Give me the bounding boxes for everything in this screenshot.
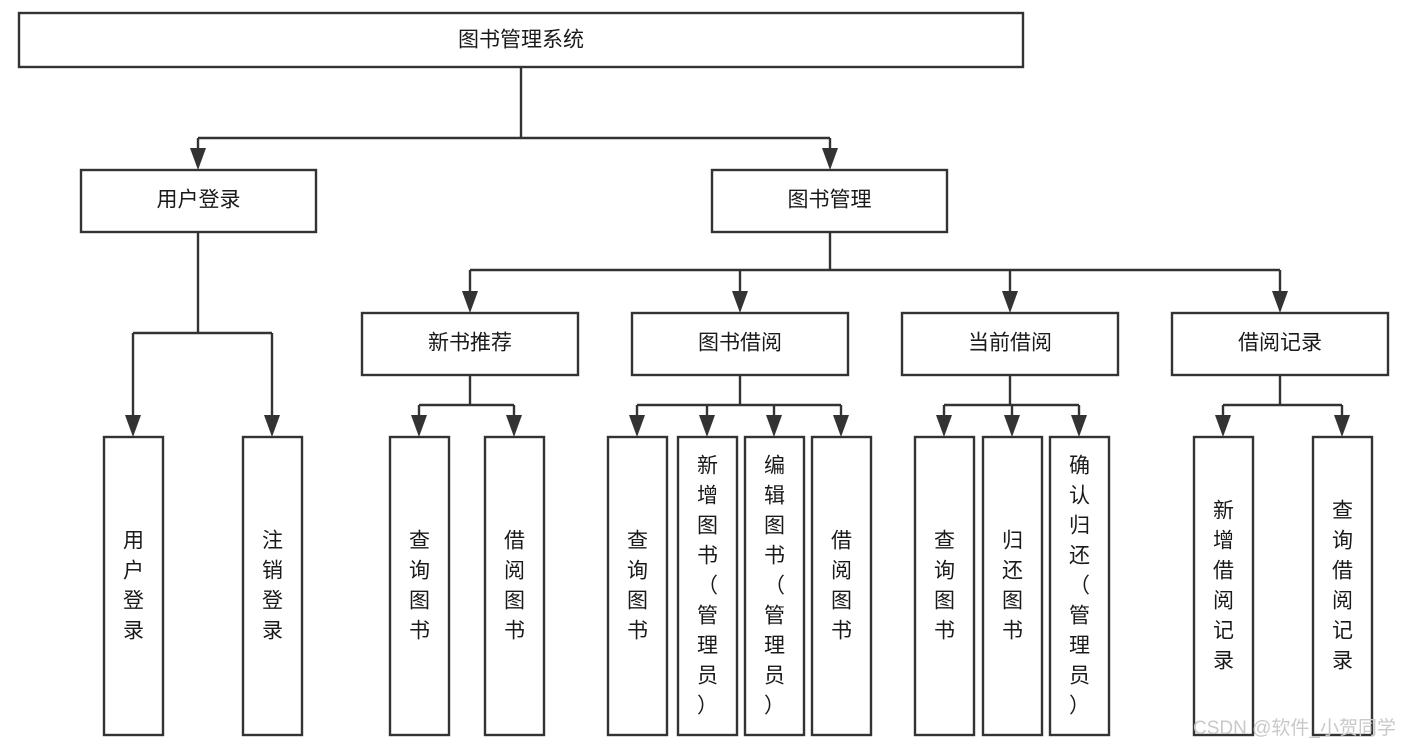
node-leaf-query-book-3[interactable]: 查询图书 — [913, 435, 976, 737]
node-borrow-record-label: 借阅记录 — [1238, 332, 1322, 355]
node-leaf-return-book-box[interactable] — [981, 435, 1044, 737]
node-leaf-query-record[interactable]: 查询借阅记录 — [1311, 435, 1374, 737]
arrow-head-current-borrow — [1002, 291, 1018, 313]
node-borrow-record[interactable]: 借阅记录 — [1170, 311, 1390, 377]
node-book-borrow[interactable]: 图书借阅 — [630, 311, 850, 377]
arrow-head-leaf-borrow-book-1 — [506, 415, 522, 437]
node-leaf-add-book-label: 新增图书（管理员） — [697, 455, 718, 718]
node-book-management-label: 图书管理 — [788, 189, 872, 212]
node-leaf-add-record-label: 新增借阅记录 — [1213, 500, 1234, 673]
arrow-head-leaf-query-book-3 — [936, 415, 952, 437]
node-leaf-query-book-2[interactable]: 查询图书 — [606, 435, 669, 737]
arrow-head-leaf-query-record — [1334, 415, 1350, 437]
edges-root-to-level2 — [190, 67, 838, 170]
node-leaf-borrow-book-1-label: 借阅图书 — [504, 530, 525, 643]
node-leaf-borrow-book-1[interactable]: 借阅图书 — [483, 435, 546, 737]
arrow-head-leaf-confirm-return — [1071, 415, 1087, 437]
node-leaf-add-record-box[interactable] — [1192, 435, 1255, 737]
node-user-login-box[interactable] — [79, 168, 318, 234]
edges-book-borrow-to-leaves — [629, 375, 849, 437]
arrow-head-leaf-return-book — [1004, 415, 1020, 437]
arrow-head-book-borrow — [732, 291, 748, 313]
node-leaf-edit-book-box[interactable] — [743, 435, 806, 737]
node-new-book-recommend-box[interactable] — [360, 311, 580, 377]
arrow-head-leaf-user-login — [125, 415, 141, 437]
node-leaf-return-book-label: 归还图书 — [1002, 530, 1023, 643]
arrow-head-book-management — [822, 148, 838, 170]
node-leaf-borrow-book-2-label: 借阅图书 — [831, 530, 852, 643]
node-leaf-query-book-2-box[interactable] — [606, 435, 669, 737]
arrow-head-leaf-add-book — [699, 415, 715, 437]
node-book-borrow-box[interactable] — [630, 311, 850, 377]
node-root-label: 图书管理系统 — [458, 29, 584, 52]
node-leaf-edit-book[interactable]: 编辑图书（管理员） — [743, 435, 806, 737]
node-leaf-query-book-1-label: 查询图书 — [409, 530, 430, 643]
node-book-management-box[interactable] — [710, 168, 949, 234]
node-borrow-record-box[interactable] — [1170, 311, 1390, 377]
edges-book-management-to-level3 — [462, 232, 1288, 313]
arrow-head-leaf-query-book-2 — [629, 415, 645, 437]
edges-new-book-recommend-to-leaves — [411, 375, 522, 437]
arrow-head-leaf-add-record — [1215, 415, 1231, 437]
node-leaf-confirm-return-label: 确认归还（管理员） — [1069, 455, 1090, 718]
node-current-borrow[interactable]: 当前借阅 — [900, 311, 1120, 377]
node-leaf-query-book-3-box[interactable] — [913, 435, 976, 737]
edges-current-borrow-to-leaves — [936, 375, 1087, 437]
node-user-login[interactable]: 用户登录 — [79, 168, 318, 234]
node-leaf-user-login-box[interactable] — [102, 435, 165, 737]
node-current-borrow-box[interactable] — [900, 311, 1120, 377]
node-leaf-query-record-box[interactable] — [1311, 435, 1374, 737]
node-leaf-add-record[interactable]: 新增借阅记录 — [1192, 435, 1255, 737]
node-leaf-query-book-1-box[interactable] — [388, 435, 451, 737]
node-leaf-query-book-2-label: 查询图书 — [627, 530, 648, 643]
node-leaf-query-record-label: 查询借阅记录 — [1332, 500, 1353, 673]
node-book-borrow-label: 图书借阅 — [698, 332, 782, 355]
csdn-watermark: CSDN @软件_小贺同学 — [1193, 717, 1396, 739]
node-leaf-query-book-3-label: 查询图书 — [934, 530, 955, 643]
node-root[interactable]: 图书管理系统 — [17, 11, 1025, 69]
node-leaf-borrow-book-1-box[interactable] — [483, 435, 546, 737]
node-current-borrow-label: 当前借阅 — [968, 332, 1052, 355]
arrow-head-leaf-user-logout — [264, 415, 280, 437]
node-leaf-query-book-1[interactable]: 查询图书 — [388, 435, 451, 737]
arrow-head-new-book-recommend — [462, 291, 478, 313]
node-leaf-confirm-return-box[interactable] — [1048, 435, 1111, 737]
node-leaf-user-logout-label: 注销登录 — [262, 530, 283, 643]
arrow-head-leaf-query-book-1 — [411, 415, 427, 437]
node-leaf-borrow-book-2-box[interactable] — [810, 435, 873, 737]
node-user-login-label: 用户登录 — [157, 189, 241, 212]
node-leaf-user-logout-box[interactable] — [241, 435, 304, 737]
edges-borrow-record-to-leaves — [1215, 375, 1350, 437]
node-leaf-add-book[interactable]: 新增图书（管理员） — [676, 435, 739, 737]
node-leaf-confirm-return[interactable]: 确认归还（管理员） — [1048, 435, 1111, 737]
arrow-head-user-login — [190, 148, 206, 170]
node-leaf-return-book[interactable]: 归还图书 — [981, 435, 1044, 737]
node-leaf-add-book-box[interactable] — [676, 435, 739, 737]
arrow-head-borrow-record — [1272, 291, 1288, 313]
node-leaf-edit-book-label: 编辑图书（管理员） — [764, 455, 785, 718]
arrow-head-leaf-edit-book — [766, 415, 782, 437]
node-leaf-user-login-label: 用户登录 — [123, 530, 144, 643]
node-root-box[interactable] — [17, 11, 1025, 69]
node-new-book-recommend[interactable]: 新书推荐 — [360, 311, 580, 377]
arrow-head-leaf-borrow-book-2 — [833, 415, 849, 437]
node-leaf-borrow-book-2[interactable]: 借阅图书 — [810, 435, 873, 737]
node-leaf-user-login[interactable]: 用户登录 — [102, 435, 165, 737]
node-leaf-user-logout[interactable]: 注销登录 — [241, 435, 304, 737]
node-book-management[interactable]: 图书管理 — [710, 168, 949, 234]
edges-user-login-to-leaves — [125, 232, 280, 437]
node-new-book-recommend-label: 新书推荐 — [428, 332, 512, 355]
